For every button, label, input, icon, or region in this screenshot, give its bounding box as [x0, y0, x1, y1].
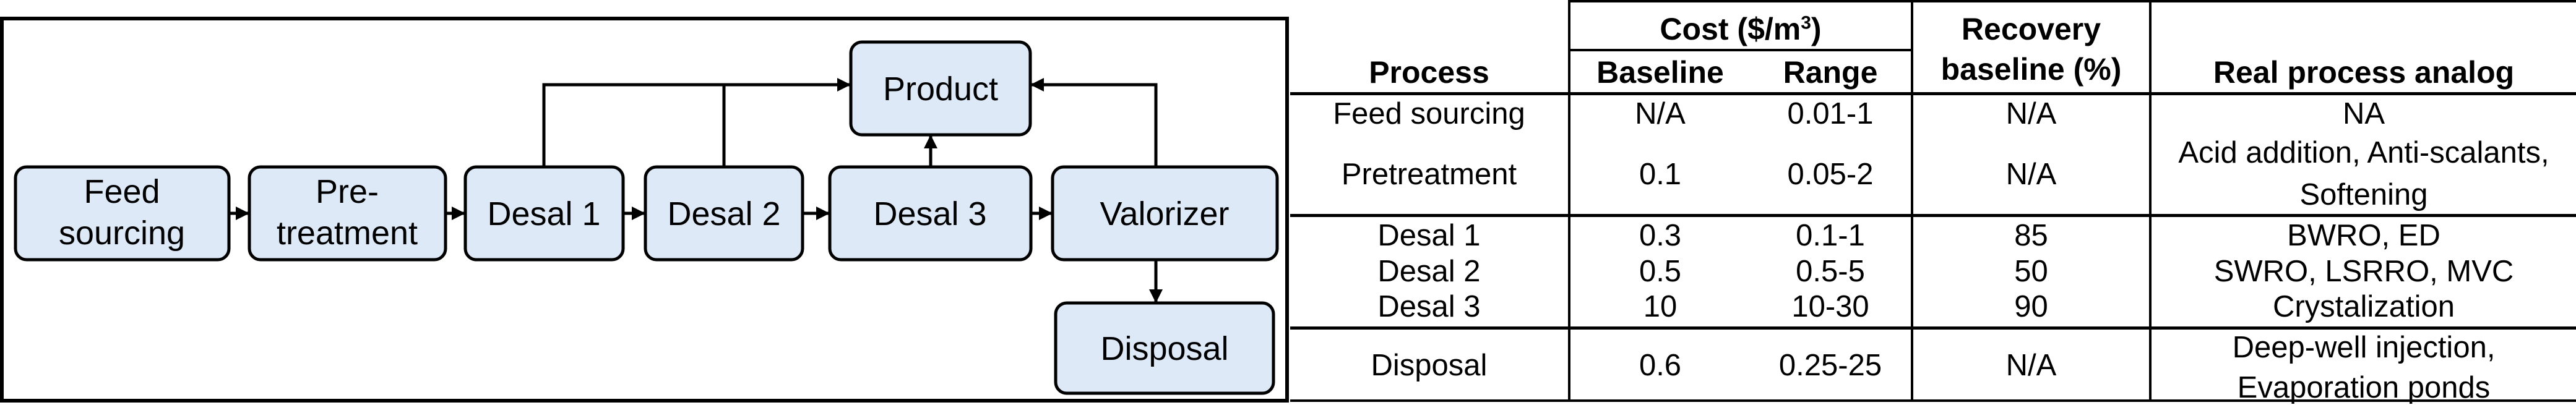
header-baseline: Baseline	[1596, 55, 1724, 90]
table-cell-analog: SWRO, LSRRO, MVC	[2213, 255, 2514, 288]
node-disposal: Disposal	[1054, 301, 1275, 395]
diagram-frame	[0, 17, 1289, 403]
table-rule-section-2	[1290, 326, 2576, 330]
table-rule-section-1	[1290, 214, 2576, 217]
node-label-line: treatment	[277, 215, 418, 252]
table-cell-range: 10-30	[1791, 290, 1869, 323]
header-cost-text: Cost ($/m	[1660, 12, 1801, 46]
header-cost-close: )	[1811, 12, 1822, 46]
header-analog: Real process analog	[2213, 55, 2515, 90]
table-cell-baseline: 0.1	[1639, 158, 1682, 191]
table-cell-baseline: N/A	[1635, 97, 1686, 130]
table-cell-range: 0.1-1	[1796, 219, 1865, 252]
node-label-line: Product	[883, 70, 998, 108]
table-cell-analog: Crystalization	[2272, 290, 2455, 323]
table-cell-recovery: N/A	[2005, 97, 2057, 130]
table-cell-process: Feed sourcing	[1333, 97, 1525, 130]
header-process: Process	[1369, 55, 1489, 90]
table-cell-baseline: 0.3	[1639, 219, 1682, 252]
node-feed-sourcing: Feed sourcing	[14, 165, 231, 262]
node-label-line: Valorizer	[1100, 195, 1229, 232]
node-desal-2: Desal 2	[644, 165, 804, 262]
node-product: Product	[849, 40, 1032, 137]
node-label-line: Desal 1	[487, 195, 600, 232]
node-pretreatment: Pre- treatment	[248, 165, 447, 262]
header-cost-superscript: 3	[1801, 12, 1811, 33]
arrow-valorizer-to-product	[1030, 78, 1158, 167]
table-cell-range: 0.25-25	[1778, 349, 1882, 382]
flow-connectors	[229, 78, 1163, 303]
arrow-desal1-desal2-to-product	[542, 78, 851, 167]
table-cell-process: Desal 3	[1377, 290, 1481, 323]
table-cell-baseline: 0.5	[1639, 255, 1682, 288]
table-cell-baseline: 10	[1643, 290, 1678, 323]
table-cell-analog: Softening	[2299, 178, 2428, 211]
node-valorizer: Valorizer	[1051, 165, 1279, 262]
table-cell-process: Pretreatment	[1341, 158, 1517, 191]
node-desal-1: Desal 1	[463, 165, 625, 262]
table-rule-bottom	[1290, 399, 2576, 402]
table-cell-recovery: 85	[2014, 219, 2048, 252]
node-label-line: Disposal	[1100, 330, 1228, 367]
header-recovery-line2: baseline (%)	[1941, 52, 2122, 87]
table-cell-range: 0.01-1	[1787, 97, 1874, 130]
table-cell-analog: NA	[2342, 97, 2385, 130]
table-rule-top	[1568, 0, 2576, 2]
node-label-line: sourcing	[59, 215, 185, 252]
table-rule-header-group	[1568, 49, 1911, 51]
table-cell-range: 0.05-2	[1787, 158, 1874, 191]
table-rule-col-2	[1911, 0, 1913, 402]
table-cell-recovery: N/A	[2005, 158, 2057, 191]
header-cost-group: Cost ($/m3)	[1570, 14, 1911, 45]
table-cell-analog: BWRO, ED	[2287, 219, 2440, 252]
table-cell-analog: Acid addition, Anti-scalants,	[2178, 136, 2549, 169]
node-label-line: Feed	[84, 173, 160, 210]
table-rule-col-3	[2149, 0, 2152, 402]
table-cell-analog: Deep-well injection,	[2232, 331, 2496, 364]
table-rule-col-1	[1568, 0, 1570, 402]
table-cell-baseline: 0.6	[1639, 349, 1682, 382]
table-cell-process: Disposal	[1371, 349, 1488, 382]
header-range: Range	[1783, 55, 1878, 90]
table-cell-process: Desal 1	[1377, 219, 1481, 252]
node-desal-3: Desal 3	[828, 165, 1033, 262]
table-cell-recovery: N/A	[2005, 349, 2057, 382]
table-cell-range: 0.5-5	[1796, 255, 1865, 288]
table-cell-recovery: 90	[2014, 290, 2048, 323]
node-label-line: Desal 2	[667, 195, 780, 232]
table-cell-recovery: 50	[2014, 255, 2048, 288]
table-cell-process: Desal 2	[1377, 255, 1481, 288]
process-flow-diagram: Feed sourcing Pre- treatment Desal 1 Des…	[0, 17, 1289, 403]
node-label-line: Pre-	[316, 173, 379, 210]
table-rule-header	[1290, 92, 2576, 95]
header-recovery-line1: Recovery	[1961, 12, 2101, 46]
node-label-line: Desal 3	[873, 195, 986, 232]
table-cell-analog: Evaporation ponds	[2237, 371, 2491, 404]
